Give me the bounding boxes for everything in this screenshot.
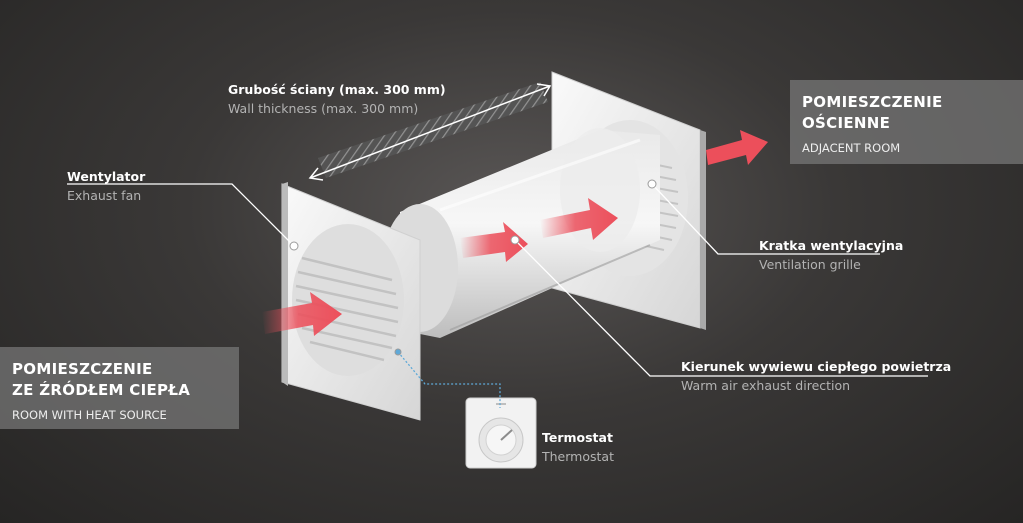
heat-source-room-title-line2: ZE ŹRÓDŁEM CIEPŁA [12,381,191,399]
fan-label-pl: Wentylator [67,169,146,184]
fan-leader-line [67,183,295,247]
direction-label-en: Warm air exhaust direction [681,378,851,393]
wall-thickness-label: Grubość ściany (max. 300 mm) Wall thickn… [228,80,446,118]
entry-airflow-arrow-icon [262,292,342,336]
thermostat-label-pl: Termostat [542,430,613,445]
direction-label-pl: Kierunek wywiewu ciepłego powietrza [681,359,952,374]
thermostat-icon [465,397,537,469]
thermostat-leader-line [397,351,501,408]
wall-thickness-label-pl: Grubość ściany (max. 300 mm) [228,82,446,97]
heat-source-room-title-line1: POMIESZCZENIE [12,360,153,378]
adjacent-room-box: POMIESZCZENIE OŚCIENNE ADJACENT ROOM [790,80,1023,164]
leader-dots [289,179,657,356]
exit-airflow-arrow-icon [706,130,768,165]
airflow-arrow-icon [460,198,618,262]
grille-label-pl: Kratka wentylacyjna [759,238,904,253]
thermostat-label: Termostat Thermostat [542,428,614,466]
heat-source-room-title: POMIESZCZENIE ZE ŹRÓDŁEM CIEPŁA [12,359,227,401]
heat-source-room-subtitle: ROOM WITH HEAT SOURCE [12,408,167,422]
grille-label-en: Ventilation grille [759,257,861,272]
direction-leader-line [514,239,928,377]
wall-thickness-label-en: Wall thickness (max. 300 mm) [228,101,419,116]
grille-leader-line [651,183,880,255]
thermostat-label-en: Thermostat [542,449,614,464]
adjacent-room-title-line1: POMIESZCZENIE [802,93,943,111]
adjacent-room-title: POMIESZCZENIE OŚCIENNE [802,92,1011,134]
exhaust-fan-icon [281,182,421,421]
adjacent-room-subtitle: ADJACENT ROOM [802,141,901,155]
wall-thickness-band [318,82,548,178]
fan-label: Wentylator Exhaust fan [67,167,145,205]
fan-label-en: Exhaust fan [67,188,142,203]
duct-tube [382,128,660,338]
direction-label: Kierunek wywiewu ciepłego powietrza Warm… [681,357,951,395]
adjacent-room-title-line2: OŚCIENNE [802,114,891,132]
heat-source-room-box: POMIESZCZENIE ZE ŹRÓDŁEM CIEPŁA ROOM WIT… [0,347,239,429]
grille-label: Kratka wentylacyjna Ventilation grille [759,236,903,274]
leader-lines [67,183,928,408]
wall-thickness-dimension-arrow [308,83,552,181]
